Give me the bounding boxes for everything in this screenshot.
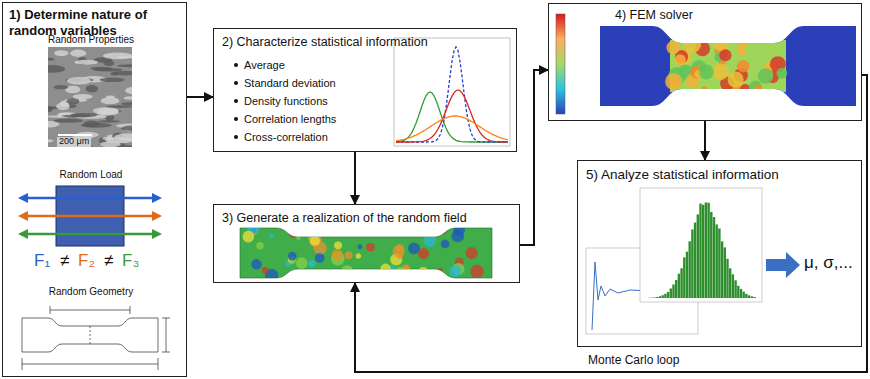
process-box: 4) FEM solver <box>548 3 862 121</box>
force-symbol: F₁ <box>34 252 50 271</box>
histogram-bars <box>648 202 756 298</box>
histogram <box>640 188 762 302</box>
geometry-drawing <box>22 306 170 370</box>
box-text: Standard deviation <box>244 77 336 90</box>
micrograph-texture <box>48 47 132 147</box>
density-chart <box>394 38 510 146</box>
color-bar <box>556 14 565 114</box>
scale-bar <box>58 134 92 136</box>
micrograph <box>48 47 132 147</box>
force-symbol: F₂ <box>78 252 95 271</box>
box-title: 2) Characterize statistical information <box>222 35 428 50</box>
box-title: 3) Generate a realization of the random … <box>222 211 467 226</box>
box-text: Random Load <box>3 169 179 181</box>
flow-arrow <box>354 152 356 204</box>
result-symbols: μ, σ,... <box>804 254 853 273</box>
load-arrows <box>18 193 162 239</box>
box-text: Average <box>244 59 285 72</box>
process-box: 3) Generate a realization of the random … <box>213 204 520 283</box>
box-title: 1) Determine nature of random variables <box>9 7 173 38</box>
box-title: 4) FEM solver <box>615 8 693 23</box>
process-box: 1) Determine nature of random variablesR… <box>2 2 187 377</box>
flow-arrow <box>704 121 706 160</box>
box-text: Correlation lengths <box>244 113 336 126</box>
box-text: Density functions <box>244 95 328 108</box>
box-text: Random Geometry <box>3 286 179 298</box>
result-arrow <box>766 252 800 278</box>
random-field-specimen <box>240 228 492 278</box>
not-equal-sign: ≠ <box>104 252 113 271</box>
fem-stress-blobs <box>665 35 787 94</box>
flow-arrow <box>520 70 548 245</box>
box-text: Random Properties <box>3 34 179 46</box>
not-equal-sign: ≠ <box>60 252 69 271</box>
box-title: 5) Analyze statistical information <box>586 167 779 183</box>
box-text: Cross-correlation <box>244 131 328 144</box>
random-field-blobs <box>243 222 484 283</box>
process-box: 2) Characterize statistical informationA… <box>213 28 517 152</box>
flow-arrow <box>187 96 213 98</box>
force-symbol: F₃ <box>122 252 139 271</box>
scale-label: 200 μm <box>57 137 91 147</box>
fem-specimen <box>600 26 856 106</box>
loop-label: Monte Carlo loop <box>586 354 681 367</box>
bullet-dots <box>234 63 238 139</box>
